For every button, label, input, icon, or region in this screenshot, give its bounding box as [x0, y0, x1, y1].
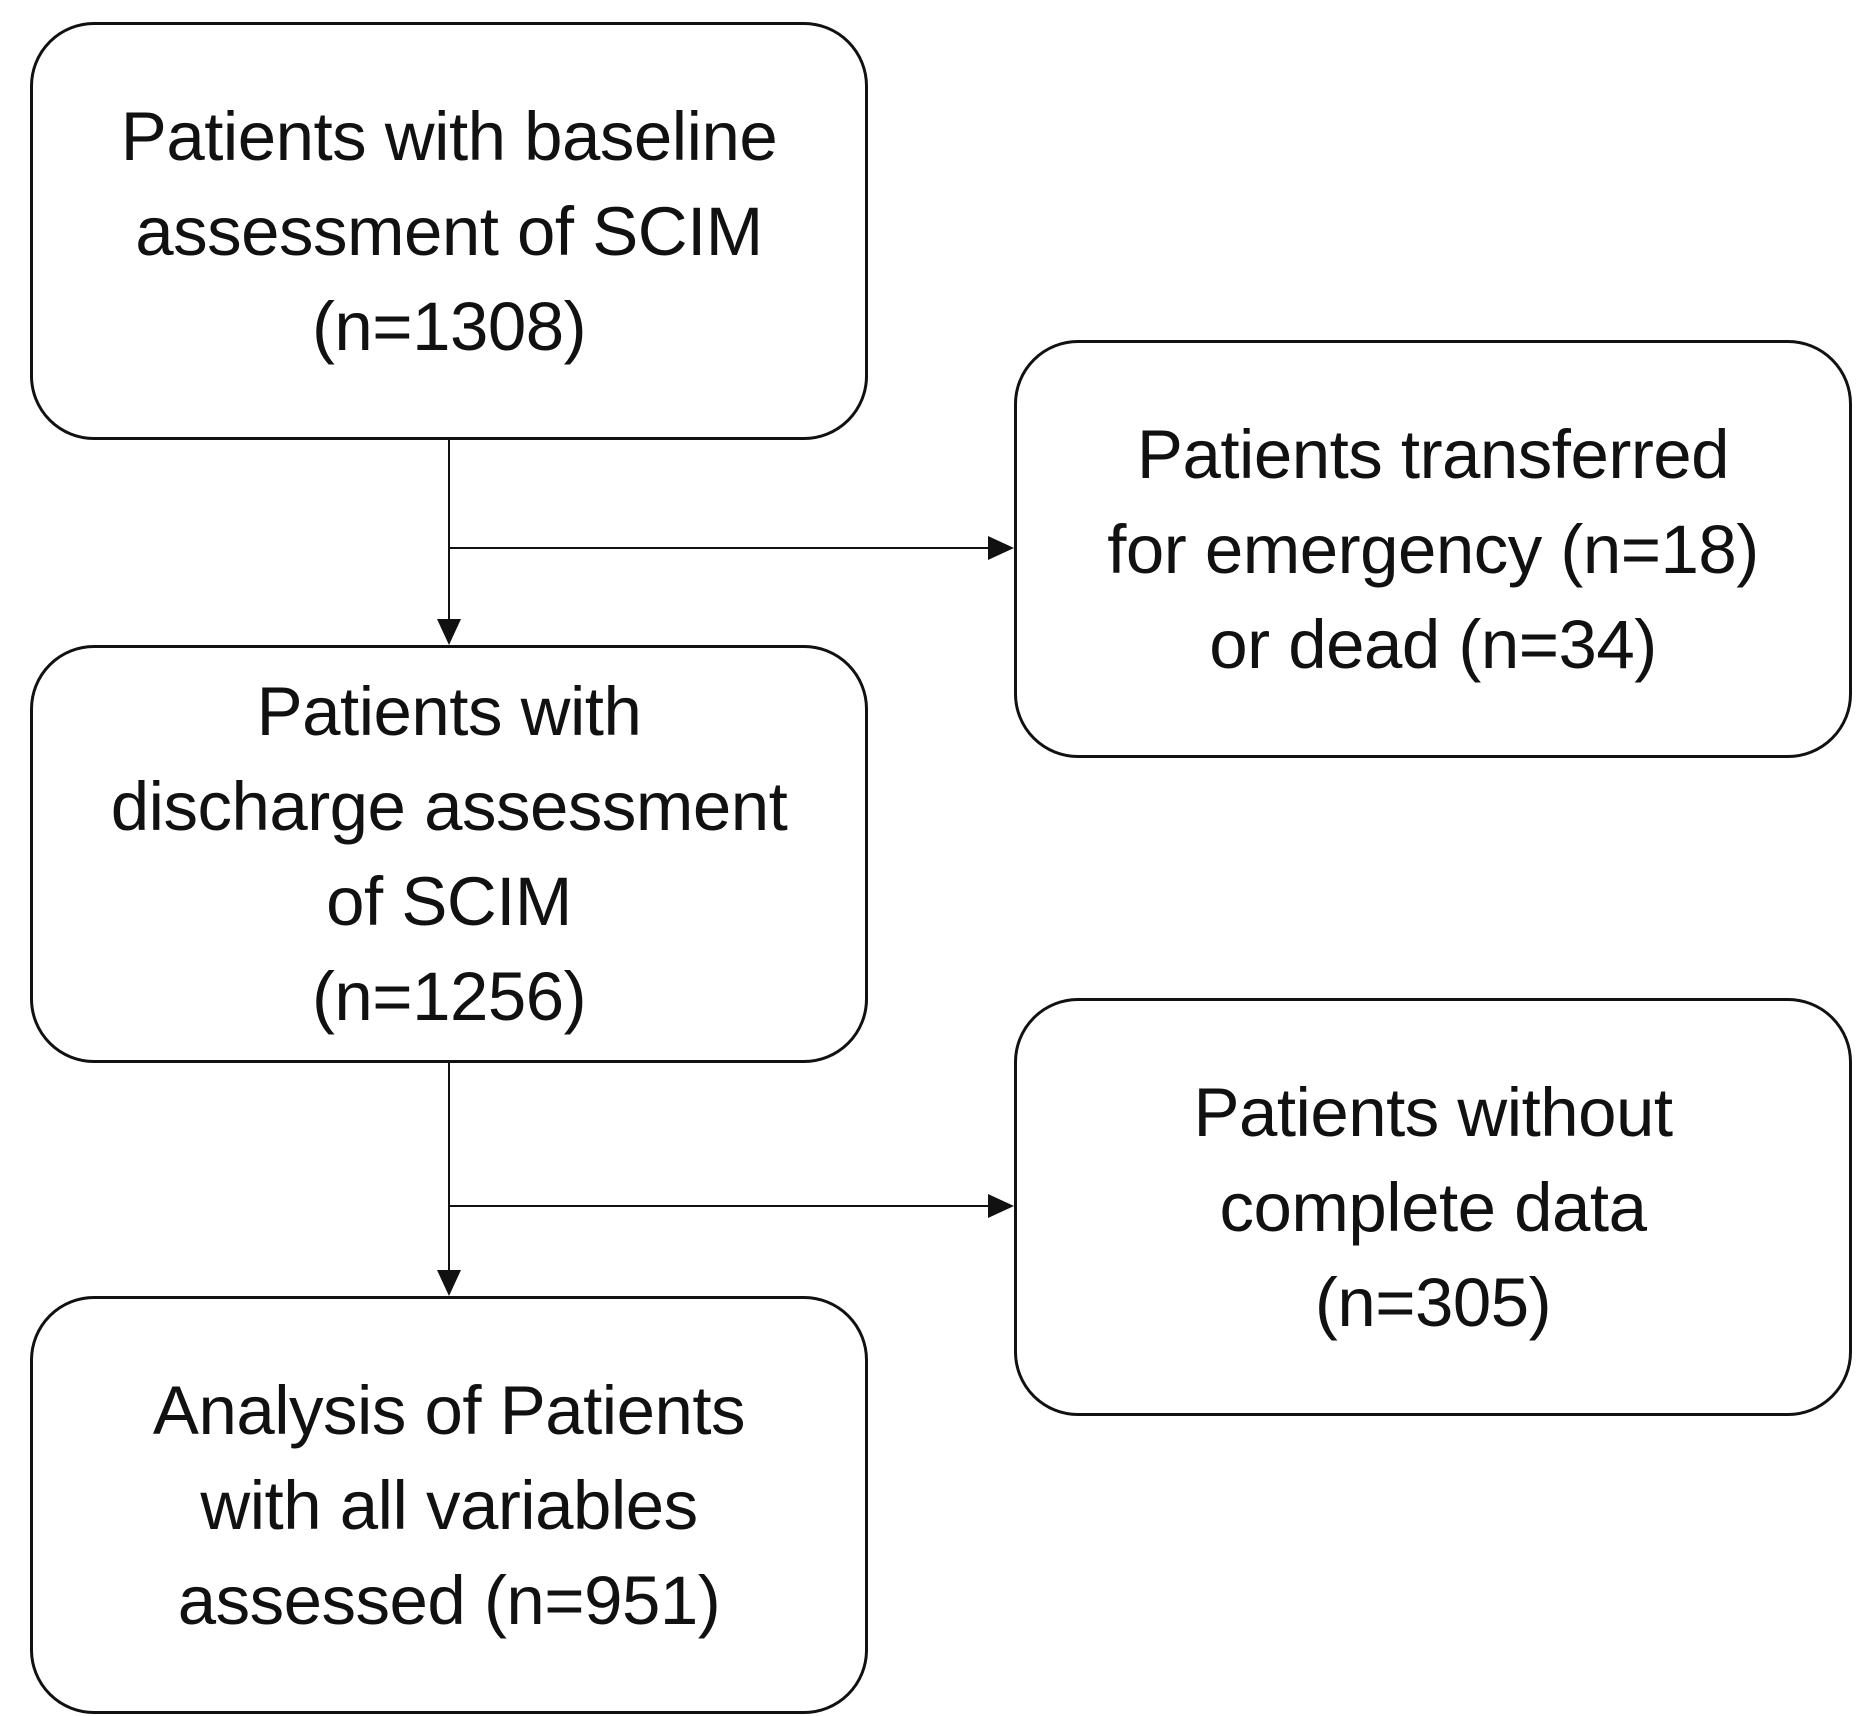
arrowhead-baseline-to-discharge — [437, 619, 461, 645]
node-discharge-line-1: Patients with — [256, 673, 642, 750]
node-discharge-assessment: Patients with discharge assessment of SC… — [30, 645, 868, 1063]
node-analysis-line-1: Analysis of Patients — [152, 1371, 746, 1449]
node-transferred-line-3: or dead (n=34) — [1209, 605, 1657, 683]
node-analysis-line-2: with all variables — [200, 1466, 698, 1544]
node-incomplete-data: Patients without complete data (n=305) — [1014, 998, 1852, 1416]
node-discharge-line-2: discharge assessment — [110, 768, 788, 845]
node-baseline-line-3: (n=1308) — [311, 287, 587, 365]
node-discharge-line-4: (n=1256) — [311, 958, 587, 1035]
node-transferred-line-2: for emergency (n=18) — [1107, 510, 1759, 588]
node-transferred-line-1: Patients transferred — [1136, 415, 1730, 493]
arrowhead-discharge-to-analysis — [437, 1270, 461, 1296]
node-discharge-line-3: of SCIM — [326, 863, 572, 940]
node-incomplete-line-1: Patients without — [1193, 1073, 1673, 1151]
node-analysis-line-3: assessed (n=951) — [177, 1561, 721, 1639]
node-analysis: Analysis of Patients with all variables … — [30, 1296, 868, 1714]
node-baseline-line-1: Patients with baseline — [120, 97, 778, 175]
node-baseline-assessment: Patients with baseline assessment of SCI… — [30, 22, 868, 440]
arrowhead-discharge-to-incomplete — [988, 1194, 1014, 1218]
arrowhead-baseline-to-transferred — [988, 536, 1014, 560]
node-incomplete-line-2: complete data — [1219, 1168, 1647, 1246]
node-incomplete-line-3: (n=305) — [1314, 1263, 1552, 1341]
node-baseline-line-2: assessment of SCIM — [135, 192, 763, 270]
node-transferred-or-dead: Patients transferred for emergency (n=18… — [1014, 340, 1852, 758]
